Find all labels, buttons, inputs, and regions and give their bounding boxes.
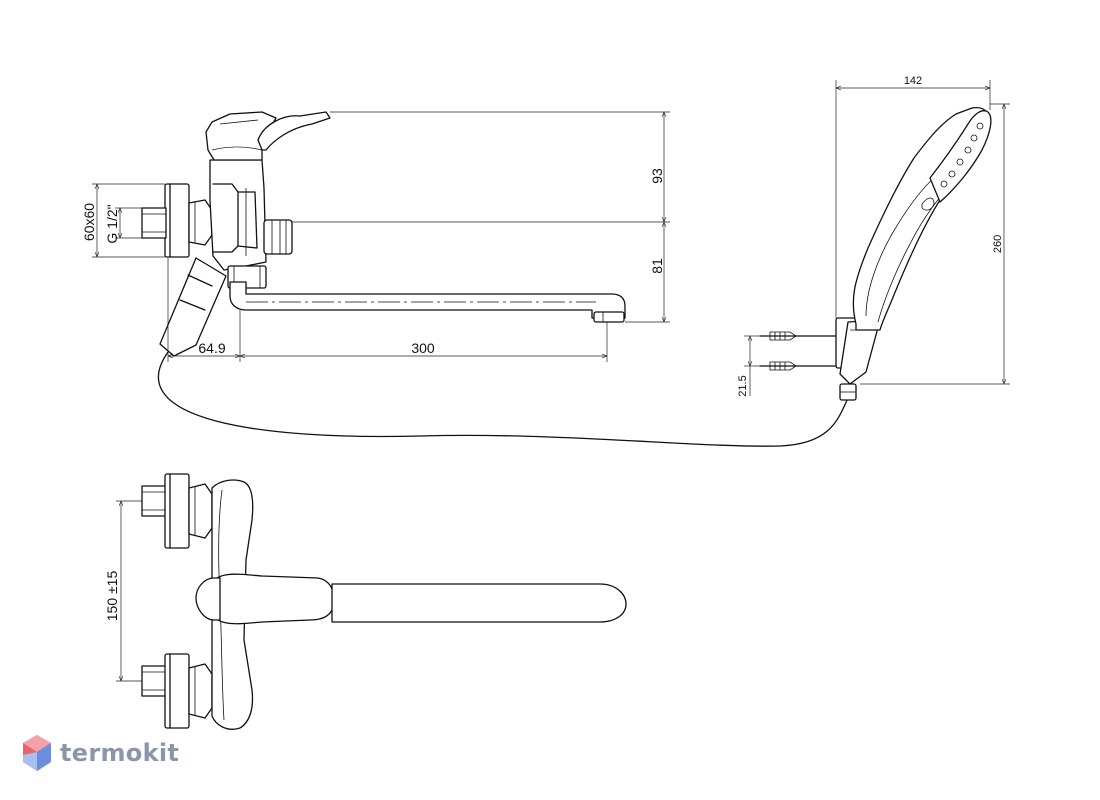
dim-thread: G 1/2" (104, 204, 120, 243)
brand-logo: termokit (22, 734, 179, 772)
dim-shower-head-width: 142 (904, 75, 922, 87)
dim-nut-size: 60x60 (81, 203, 97, 241)
shower-dimension-lines (744, 80, 1010, 396)
dim-holder-screw-spacing: 21.5 (737, 375, 749, 396)
dim-inlet-spacing: 150 ±15 (104, 571, 120, 622)
dim-axis-to-spout: 81 (649, 258, 665, 274)
mixer-side-view (141, 111, 626, 357)
mixer-front-view (116, 473, 627, 730)
shower-hose (157, 351, 849, 447)
dim-body-offset: 64.9 (198, 340, 225, 356)
dim-spout-length: 300 (411, 340, 435, 356)
dim-shower-height: 260 (992, 235, 1004, 253)
hexagon-logo-icon (23, 735, 51, 771)
mixer-dimension-lines (92, 111, 670, 362)
brand-name: termokit (60, 739, 180, 767)
dim-lever-to-axis: 93 (649, 168, 665, 184)
shower-head-view (759, 106, 992, 401)
